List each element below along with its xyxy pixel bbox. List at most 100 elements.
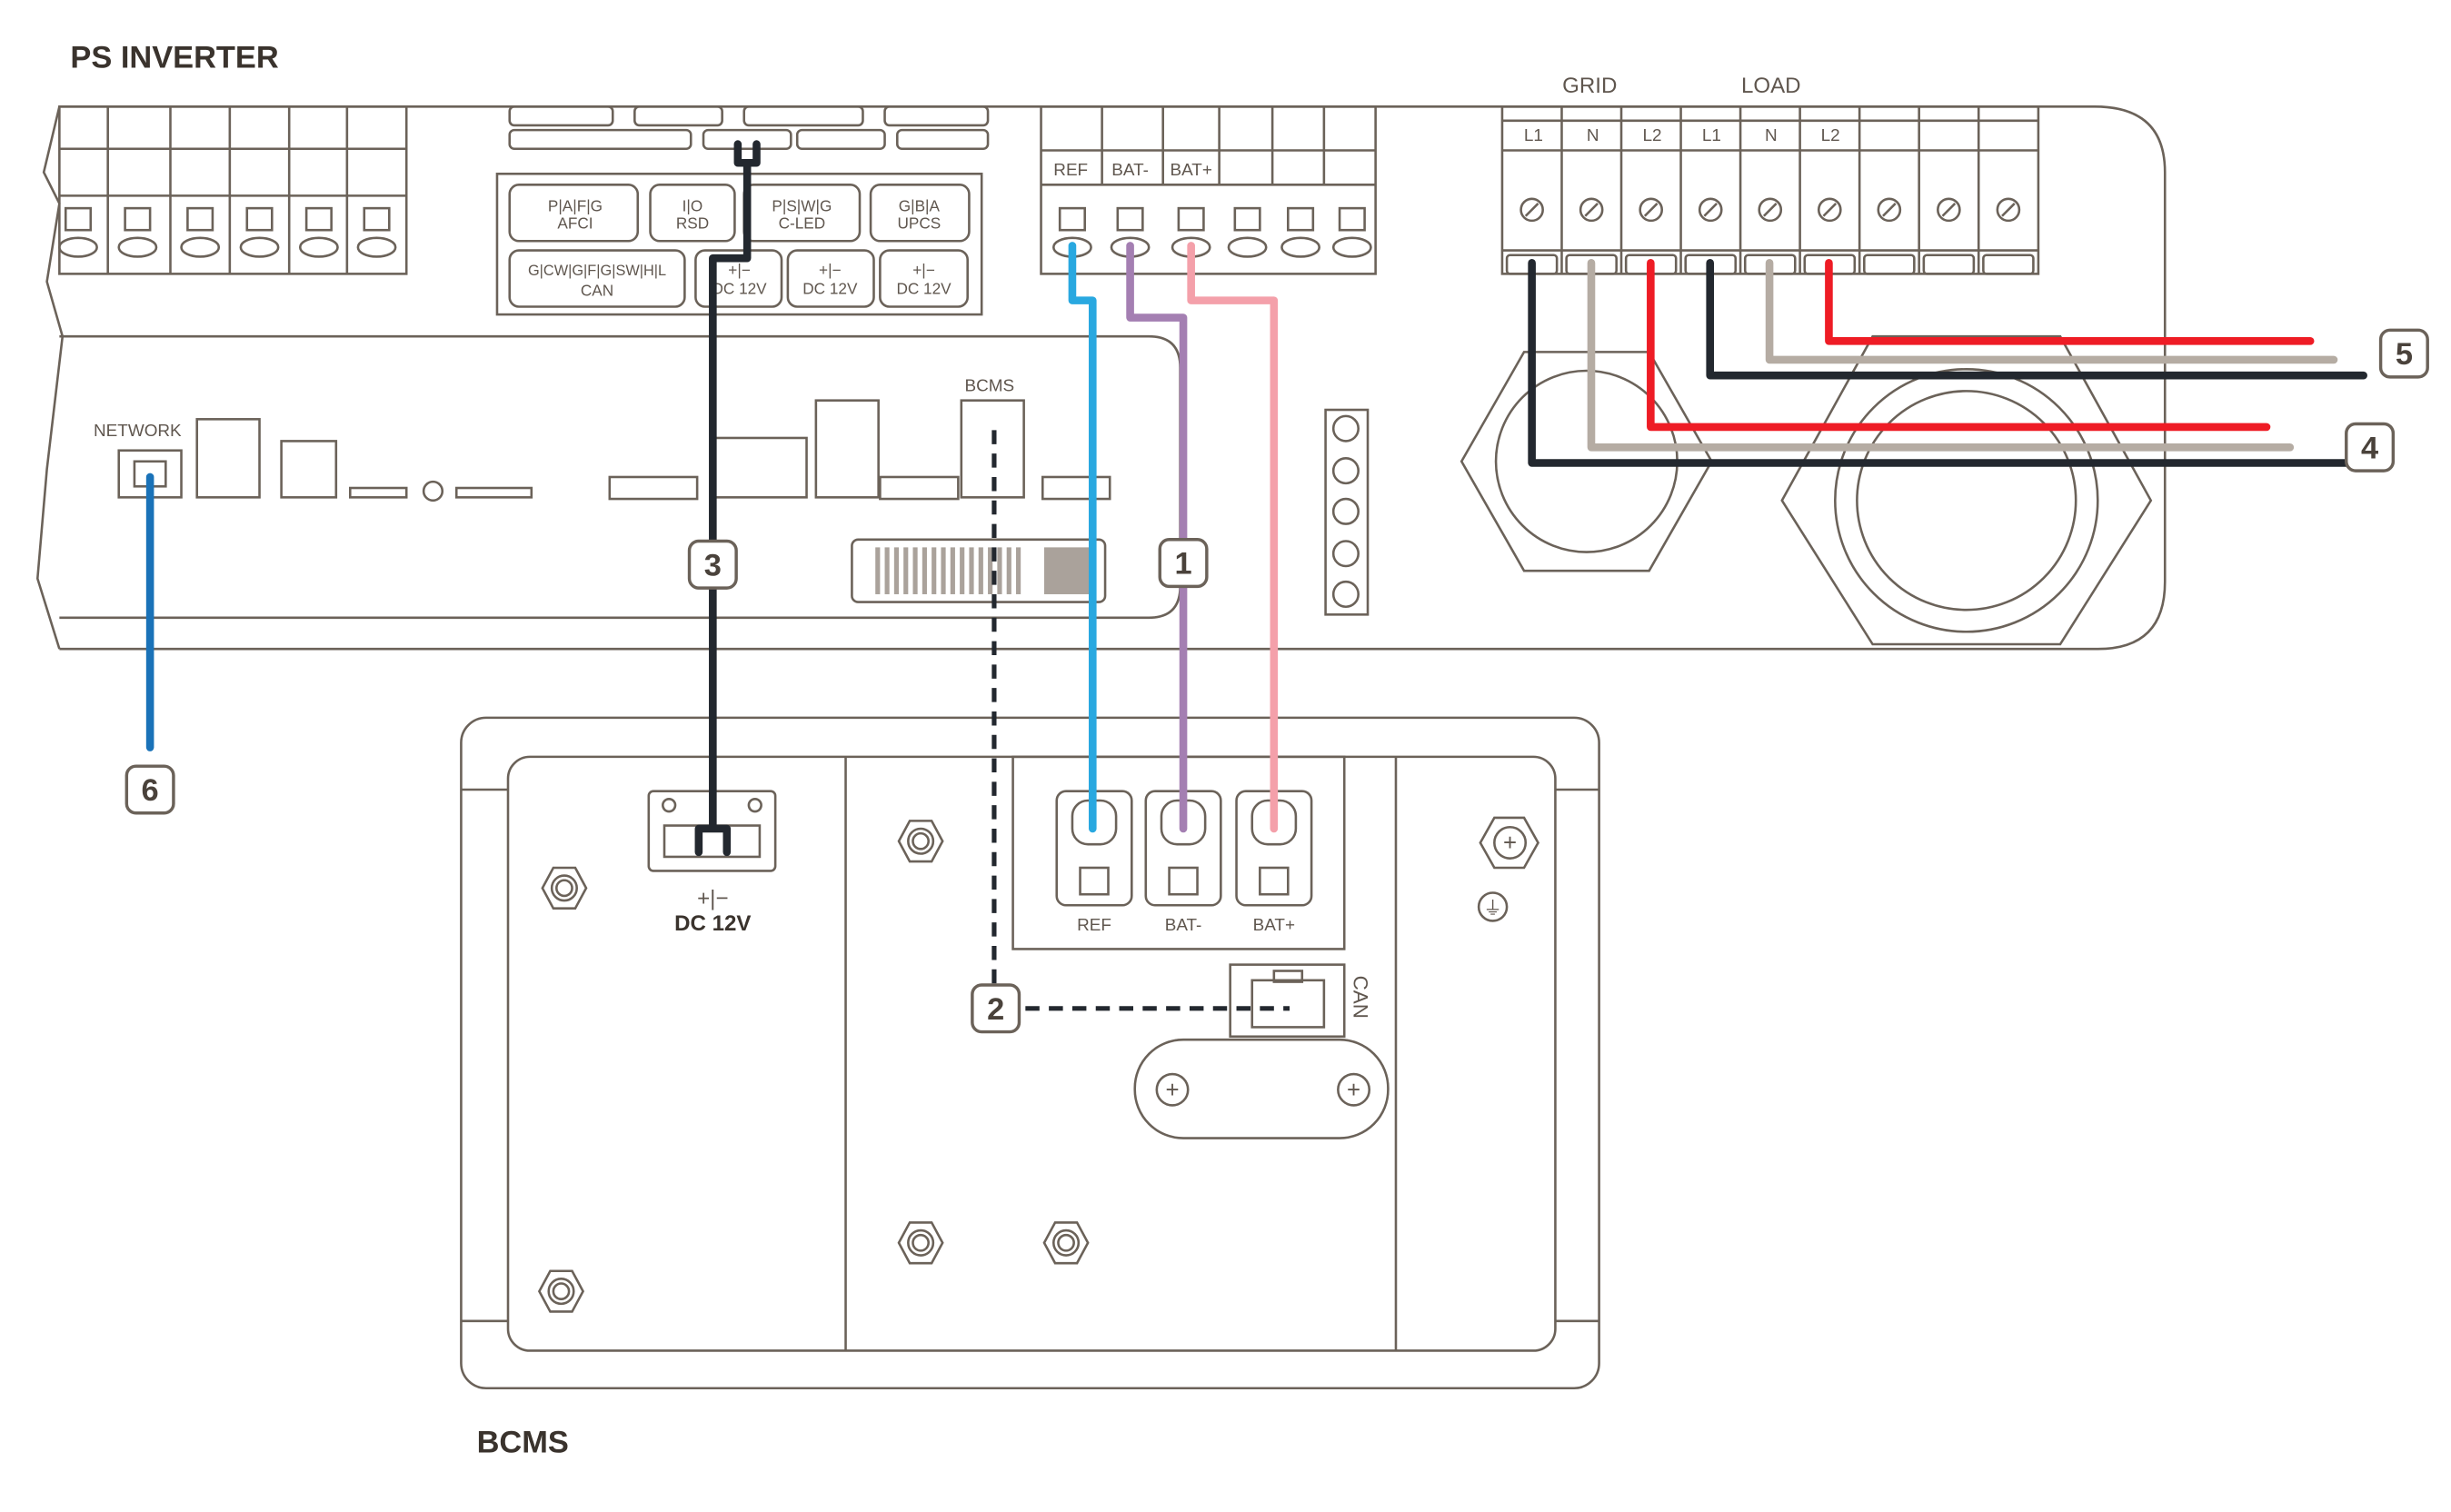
- terminal-screw: [304, 206, 333, 232]
- cled-pins: P|S|W|G: [772, 197, 832, 215]
- load-n-wire: [1765, 259, 2338, 364]
- bcms-box: + ⏚ +|− DC 12V REF BAT- BAT+ CAN + +: [460, 716, 1600, 1390]
- signal-connectors: P|A|F|G AFCI I|O RSD P|S|W|G C-LED G|B|A…: [495, 105, 990, 316]
- terminal-screw: [1338, 206, 1366, 232]
- terminal-hole: [1280, 236, 1320, 258]
- terminal-hole: [180, 236, 221, 258]
- hex-nut: [897, 1221, 944, 1265]
- callout-4: 4: [2345, 422, 2396, 472]
- svg-text:6: 6: [142, 773, 159, 808]
- cable-glands: [1460, 334, 2153, 646]
- barcode-bar: [941, 547, 946, 594]
- dc12v-label-3: DC 12V: [896, 280, 952, 298]
- bcms-title: BCMS: [477, 1425, 569, 1459]
- can-pins: G|CW|G|F|G|SW|H|L: [528, 263, 666, 279]
- callout-3: 3: [687, 539, 738, 590]
- barcode-bar: [997, 547, 1002, 594]
- terminal-screw: [1058, 206, 1086, 232]
- terminal-screw: [1116, 206, 1144, 232]
- barcode-bar: [884, 547, 890, 594]
- barcode-bar: [978, 547, 983, 594]
- barcode-bar: [875, 547, 881, 594]
- grid-l2-wire: [1647, 259, 2271, 432]
- screw: [1331, 497, 1360, 525]
- can-cable: [991, 430, 1290, 1011]
- terminal-hole: [58, 236, 98, 258]
- barcode-bar: [903, 547, 909, 594]
- hex-nut: [897, 820, 944, 863]
- barcode-qr: [1043, 547, 1095, 594]
- plus-minus-icon: +|−: [912, 261, 935, 279]
- bcms-can-label: CAN: [1350, 976, 1372, 1019]
- load-l1: L1: [1702, 126, 1721, 145]
- bcms-batneg-label: BAT-: [1165, 916, 1202, 935]
- callout-5: 5: [2378, 328, 2429, 379]
- screw: [1331, 414, 1360, 443]
- callout-2: 2: [971, 983, 1021, 1034]
- bat-neg-wire: [1126, 242, 1188, 833]
- afci-label: AFCI: [557, 214, 593, 232]
- terminal-screw: [64, 206, 93, 232]
- network-label: NETWORK: [94, 422, 182, 441]
- ethernet-port[interactable]: [195, 418, 261, 499]
- screw: [1331, 540, 1360, 568]
- bcms-can-port[interactable]: [1229, 963, 1346, 1039]
- bcms-dc12v-label: DC 12V: [674, 911, 751, 936]
- barcode-bar: [893, 547, 900, 594]
- grid-label: GRID: [1562, 74, 1617, 98]
- callout-1: 1: [1158, 538, 1209, 589]
- inv-ref-label: REF: [1053, 161, 1088, 180]
- ac-terminal-screw: [1639, 197, 1664, 223]
- left-terminal-block: [58, 105, 408, 275]
- barcode-bar: [1016, 547, 1021, 594]
- wires: [145, 140, 2367, 1011]
- terminal-screw: [1287, 206, 1315, 232]
- terminal-hole: [356, 236, 397, 258]
- screw-strip: [1324, 408, 1370, 616]
- plus-minus-icon: +|−: [728, 261, 751, 279]
- bcms-port-label: BCMS: [964, 376, 1014, 395]
- afci-pins: P|A|F|G: [548, 197, 603, 215]
- terminal-hole: [117, 236, 158, 258]
- usb-port[interactable]: [280, 440, 338, 499]
- plus-minus-icon: +|−: [819, 261, 842, 279]
- terminal-hole: [298, 236, 339, 258]
- grid-n: N: [1587, 126, 1599, 145]
- bcms-port[interactable]: [960, 399, 1025, 499]
- dc12v-label-2: DC 12V: [802, 280, 858, 298]
- svg-text:1: 1: [1174, 547, 1191, 582]
- upcs-label: UPCS: [897, 214, 941, 232]
- terminal-screw: [245, 206, 274, 232]
- load-l1-wire: [1706, 259, 2367, 380]
- ac-terminal-screw: [1758, 197, 1783, 223]
- inv-batpos-label: BAT+: [1170, 161, 1211, 180]
- grid-l1: L1: [1524, 126, 1543, 145]
- plus-screw-icon: +: [1503, 831, 1517, 856]
- ac-terminal-block: GRID LOAD L1 N L2 L1 N L2: [1500, 74, 2040, 275]
- callout-6: 6: [125, 764, 175, 815]
- terminal-screw: [186, 206, 214, 232]
- barcode-label: [851, 538, 1107, 603]
- svg-text:5: 5: [2396, 337, 2413, 372]
- plus-minus-icon: +|−: [697, 886, 728, 910]
- screw: [1331, 457, 1360, 485]
- load-l2: L2: [1821, 126, 1840, 145]
- grid-n-wire: [1587, 259, 2295, 452]
- rsd-label: RSD: [676, 214, 709, 232]
- terminal-screw: [363, 206, 391, 232]
- barcode-bar: [960, 547, 965, 594]
- hex-nut: [537, 1269, 585, 1313]
- rsd-pins: I|O: [682, 197, 703, 215]
- inverter-battery-terminal-block: REF BAT- BAT+: [1040, 105, 1377, 275]
- load-n: N: [1765, 126, 1778, 145]
- load-label: LOAD: [1741, 74, 1801, 98]
- terminal-screw: [1233, 206, 1261, 232]
- cled-label: C-LED: [779, 214, 826, 232]
- ac-terminal-screw: [1996, 197, 2021, 223]
- bcms-batpos-label: BAT+: [1253, 916, 1295, 935]
- terminal-hole: [1227, 236, 1268, 258]
- ref-wire: [1068, 242, 1097, 833]
- hex-nut: [1042, 1221, 1090, 1265]
- plus-screw-icon: +: [1347, 1078, 1360, 1103]
